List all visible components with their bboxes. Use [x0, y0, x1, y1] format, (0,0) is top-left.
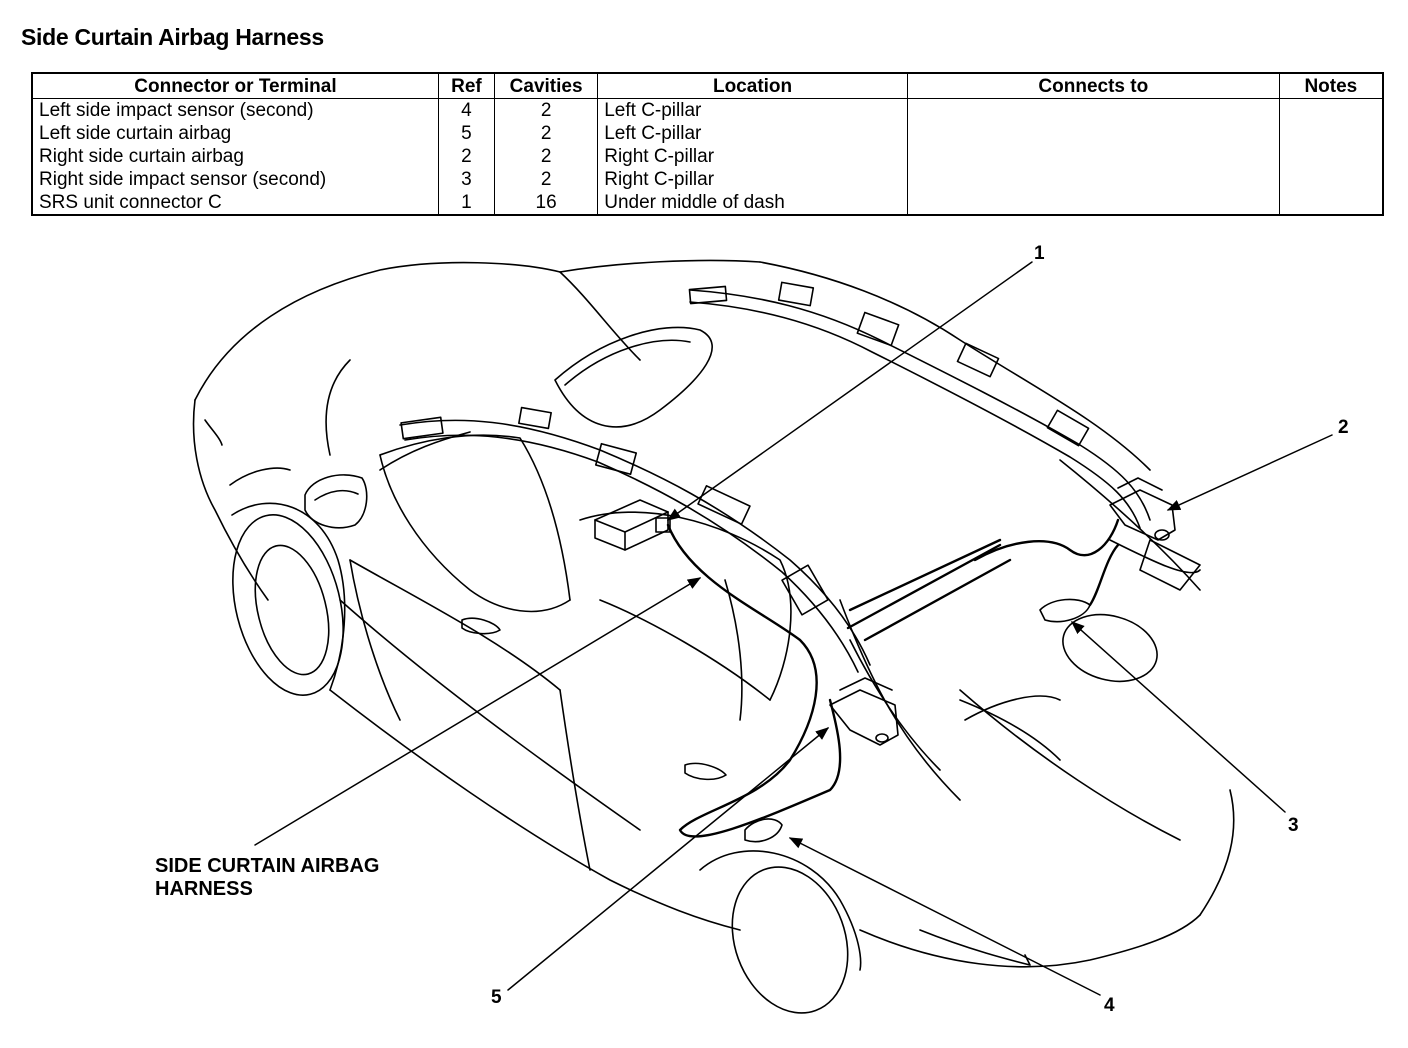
header-cavities: Cavities	[493, 72, 599, 99]
car-body-outline	[192, 259, 1235, 1014]
cell-location: Left C-pillar	[597, 98, 908, 122]
right-curtain-airbag	[688, 281, 1151, 529]
cell-cavities: 2	[493, 145, 599, 168]
cell-connector: SRS unit connector C	[31, 191, 439, 215]
leader-harness	[254, 577, 702, 846]
cell-ref: 1	[437, 191, 496, 215]
cell-cavities: 16	[493, 191, 599, 215]
callout-5: 5	[491, 987, 502, 1008]
cell-location: Right C-pillar	[597, 145, 908, 168]
cell-connects-to	[906, 191, 1280, 215]
cell-location: Left C-pillar	[597, 122, 908, 145]
cell-connects-to	[906, 168, 1280, 191]
leader-2	[1166, 434, 1333, 511]
cell-connects-to	[906, 122, 1280, 145]
table-row: Left side impact sensor (second) 4 2 Lef…	[31, 98, 1384, 122]
header-ref: Ref	[437, 72, 496, 99]
cell-notes	[1278, 98, 1384, 122]
cell-location: Under middle of dash	[597, 191, 908, 215]
cell-connector: Left side curtain airbag	[31, 122, 439, 145]
harness-label-line2: HARNESS	[155, 878, 253, 900]
leader-1	[666, 261, 1033, 521]
table-row: Right side curtain airbag 2 2 Right C-pi…	[31, 145, 1384, 168]
left-curtain-airbag	[399, 406, 871, 673]
leader-4	[788, 837, 1101, 996]
connector-table: Connector or Terminal Ref Cavities Locat…	[31, 72, 1384, 216]
table-row: SRS unit connector C 1 16 Under middle o…	[31, 191, 1384, 215]
cell-notes	[1278, 122, 1384, 145]
harness-label: SIDE CURTAIN AIRBAG HARNESS	[155, 855, 379, 901]
cell-connector: Right side impact sensor (second)	[31, 168, 439, 191]
callout-2: 2	[1338, 417, 1349, 438]
harness-label-line1: SIDE CURTAIN AIRBAG	[155, 855, 380, 877]
cell-location: Right C-pillar	[597, 168, 908, 191]
cell-notes	[1278, 168, 1384, 191]
cell-connector: Left side impact sensor (second)	[31, 98, 439, 122]
cell-cavities: 2	[493, 98, 599, 122]
left-c-pillar-connectors	[744, 677, 899, 843]
cell-connector: Right side curtain airbag	[31, 145, 439, 168]
cell-connects-to	[906, 145, 1280, 168]
callout-3: 3	[1288, 815, 1299, 836]
header-connector: Connector or Terminal	[31, 72, 439, 99]
callout-1: 1	[1034, 243, 1045, 264]
cell-connects-to	[906, 98, 1280, 122]
cell-cavities: 2	[493, 168, 599, 191]
callout-4: 4	[1104, 995, 1115, 1016]
leader-3	[1070, 621, 1286, 813]
srs-unit	[594, 499, 671, 551]
table-header-row: Connector or Terminal Ref Cavities Locat…	[31, 72, 1384, 99]
header-notes: Notes	[1278, 72, 1384, 99]
table-row: Left side curtain airbag 5 2 Left C-pill…	[31, 122, 1384, 145]
leader-5	[507, 727, 830, 991]
cell-cavities: 2	[493, 122, 599, 145]
page-title: Side Curtain Airbag Harness	[21, 24, 324, 50]
callout-leaders	[254, 261, 1333, 996]
cell-notes	[1278, 191, 1384, 215]
harness-wire	[666, 518, 1120, 838]
cell-notes	[1278, 145, 1384, 168]
table-row: Right side impact sensor (second) 3 2 Ri…	[31, 168, 1384, 191]
header-connects-to: Connects to	[906, 72, 1280, 99]
